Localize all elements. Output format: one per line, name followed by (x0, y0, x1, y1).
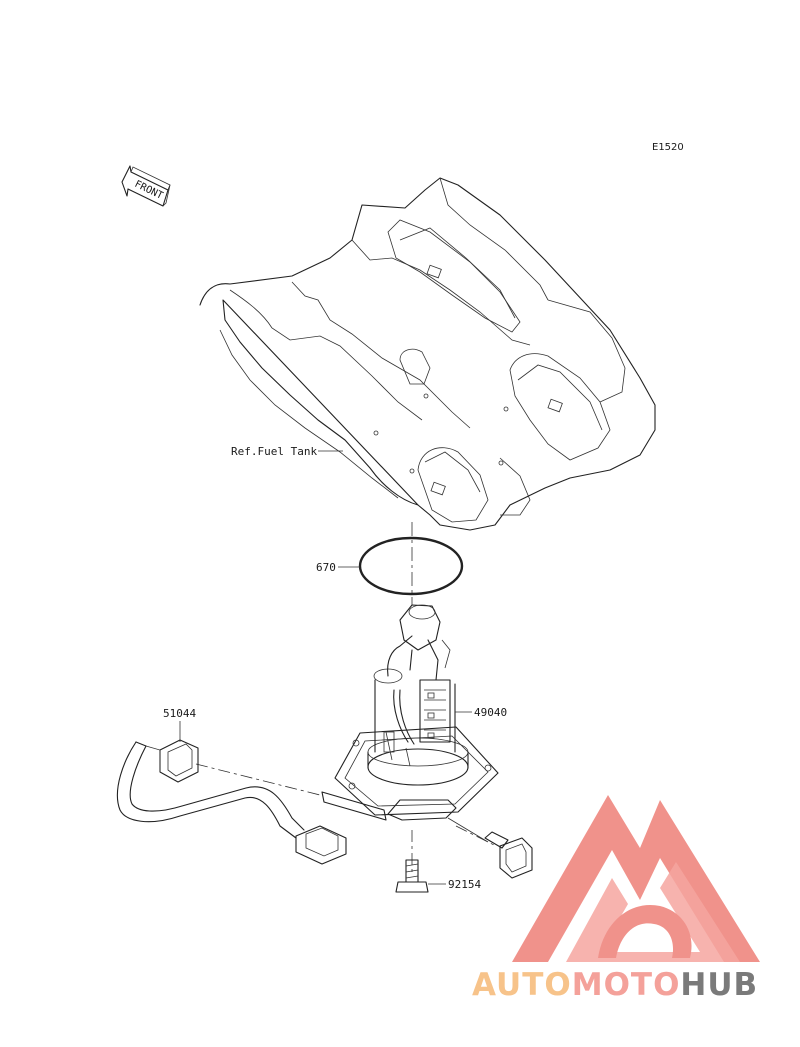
o-ring-label: 670 (316, 561, 336, 574)
watermark-auto: AUTO (472, 967, 572, 1003)
o-ring (358, 536, 464, 596)
bolt (395, 859, 429, 893)
wiring-connector (499, 837, 533, 879)
svg-text:AUTOMOTOHUB: AUTOMOTOHUB (472, 967, 758, 1003)
fuel-pump (334, 604, 509, 849)
diagram-code: E1520 (652, 142, 684, 153)
assembly-line-connector (455, 825, 497, 847)
watermark-hub: HUB (680, 967, 758, 1003)
ref-fuel-tank-label: Ref.Fuel Tank (231, 445, 317, 458)
assembly-line-hose (195, 763, 321, 796)
hose-label: 51044 (163, 707, 196, 720)
watermark-moto: MOTO (572, 967, 681, 1003)
front-arrow-icon: FRONT (121, 165, 171, 207)
fuel-pump-label: 49040 (474, 706, 507, 719)
watermark-text: AUTOMOTOHUB (472, 967, 758, 1003)
fuel-hose (116, 739, 387, 865)
watermark-logo (512, 795, 760, 962)
fuel-tank (199, 177, 656, 531)
bolt-label: 92154 (448, 878, 481, 891)
